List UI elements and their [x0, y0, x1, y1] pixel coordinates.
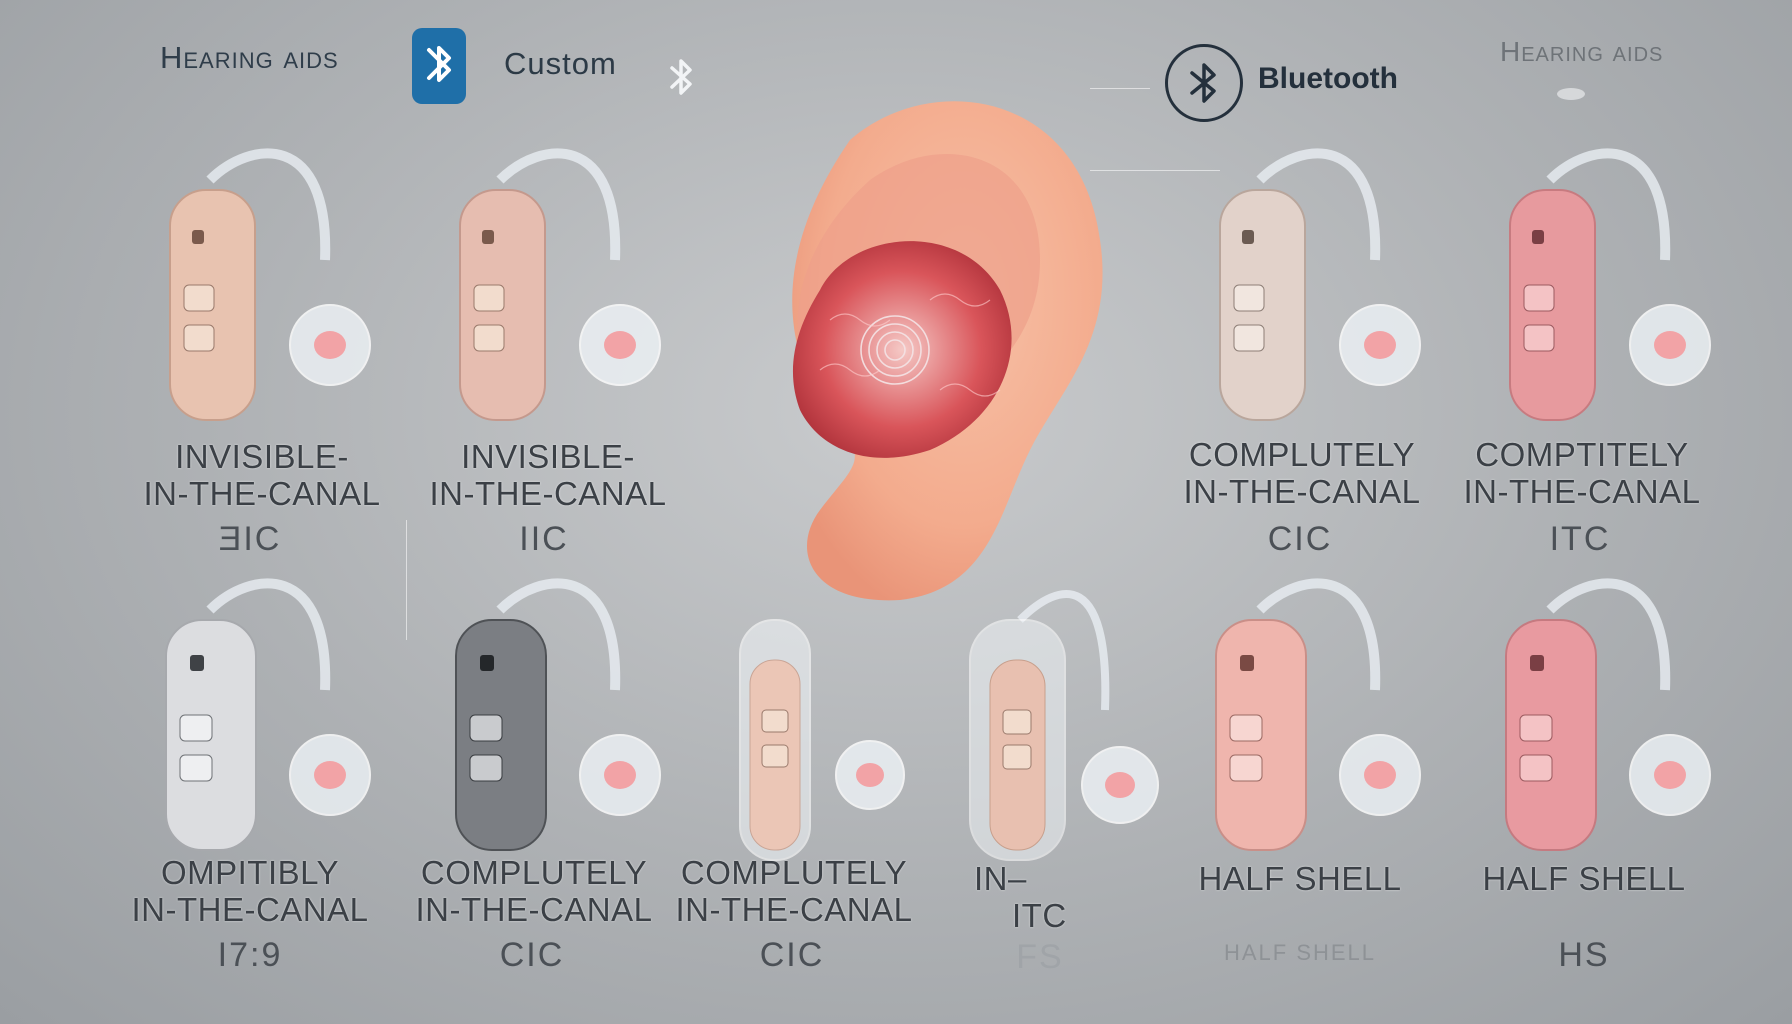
aid-abbreviation: I7:9: [217, 936, 283, 974]
hearing-aid-image: [1490, 140, 1730, 440]
aid-type-label: COMPTITELY IN-THE-CANAL: [1442, 436, 1722, 510]
hearing-aid-image: [720, 600, 960, 900]
label-line: COMPLUTELY: [680, 854, 908, 891]
aid-abbreviation: HALF SHELL: [1223, 940, 1377, 965]
aid-type-label: COMPLUTELY IN-THE-CANAL: [654, 854, 934, 928]
aid-abbreviation: CIC: [759, 936, 825, 974]
aid-abbreviation: CIC: [1267, 520, 1333, 558]
label-line: COMPTITELY: [1475, 436, 1689, 473]
aid-type-label: INVISIBLE- IN-THE-CANAL: [122, 438, 402, 512]
aid-type-label: HALF SHELL: [1160, 860, 1440, 897]
label-line: HALF SHELL: [1482, 860, 1686, 897]
aid-abbreviation: ITC: [1549, 520, 1611, 558]
aid-abbreviation: HS: [1558, 936, 1610, 974]
aid-abbreviation: CIC: [499, 936, 565, 974]
aid-type-label: COMPLUTELY IN-THE-CANAL: [1162, 436, 1442, 510]
bluetooth-badge-icon: [412, 28, 466, 104]
hearing-aid-image: [960, 580, 1200, 880]
decorative-pill-icon: [1554, 86, 1588, 102]
hearing-aid-image: [1200, 570, 1440, 870]
label-line: IN-THE-CANAL: [1183, 473, 1421, 510]
aid-type-label: HALF SHELL: [1444, 860, 1724, 897]
connector-line-left: [1090, 88, 1150, 89]
ear-illustration: [700, 70, 1120, 610]
label-line: INVISIBLE-: [175, 438, 349, 475]
label-line: HALF SHELL: [1198, 860, 1402, 897]
label-line: IN-THE-CANAL: [675, 891, 913, 928]
aid-abbreviation: ƎIC: [218, 520, 282, 558]
bluetooth-circle-icon: [1165, 44, 1243, 122]
aid-type-label: OMPITIBLY IN-THE-CANAL: [110, 854, 390, 928]
label-line: COMPLUTELY: [420, 854, 648, 891]
label-line: ITC: [1012, 897, 1067, 934]
hearing-aid-image: [1200, 140, 1440, 440]
label-line: IN-THE-CANAL: [131, 891, 369, 928]
divider-vertical: [406, 520, 407, 640]
label-line: IN–: [974, 860, 1027, 897]
label-line: COMPLUTELY: [1188, 436, 1416, 473]
aid-type-label: INVISIBLE- IN-THE-CANAL: [408, 438, 688, 512]
hearing-aid-image: [440, 570, 680, 870]
hearing-aid-image: [440, 140, 680, 440]
connector-line-right: [1090, 170, 1220, 171]
hearing-aid-image: [150, 140, 390, 440]
aid-type-label: COMPLUTELY IN-THE-CANAL: [394, 854, 674, 928]
aid-type-label: IN– ITC: [890, 860, 1090, 934]
label-line: OMPITIBLY: [160, 854, 340, 891]
label-line: IN-THE-CANAL: [429, 475, 667, 512]
hearing-aid-image: [150, 570, 390, 870]
header-title-left: Hearing aids: [160, 40, 339, 75]
bluetooth-label: Bluetooth: [1258, 62, 1398, 95]
label-line: IN-THE-CANAL: [143, 475, 381, 512]
hearing-aid-image: [1490, 570, 1730, 870]
aid-abbreviation: FS: [1016, 938, 1064, 976]
label-line: IN-THE-CANAL: [415, 891, 653, 928]
custom-label: Custom: [504, 46, 617, 81]
header-title-right: Hearing aids: [1500, 36, 1664, 67]
bluetooth-small-icon: [664, 50, 698, 106]
label-line: INVISIBLE-: [461, 438, 635, 475]
aid-abbreviation: IIC: [519, 520, 569, 558]
label-line: IN-THE-CANAL: [1463, 473, 1701, 510]
